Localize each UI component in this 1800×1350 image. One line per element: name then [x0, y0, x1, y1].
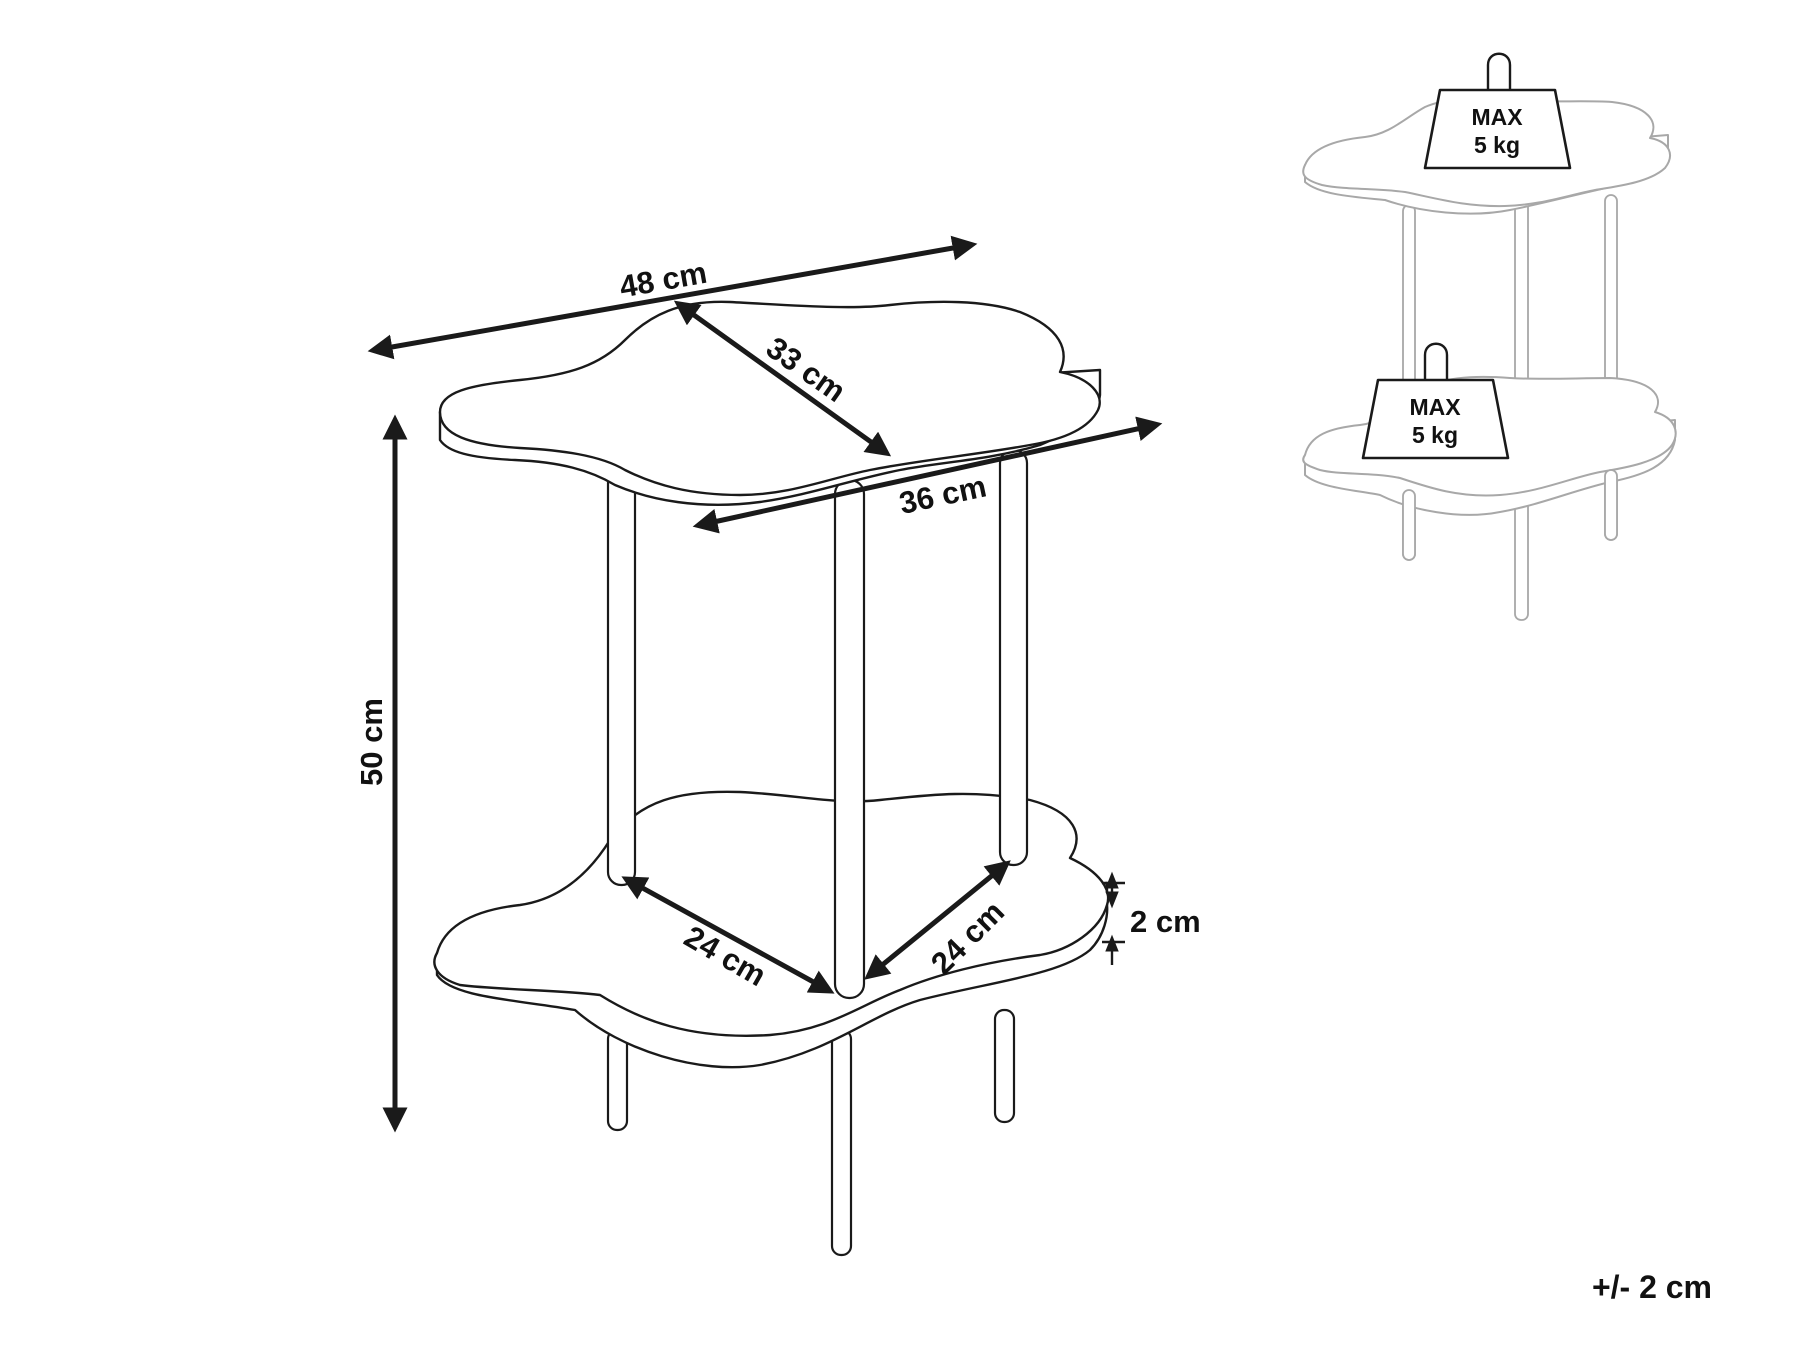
dimension-lines [367, 235, 1163, 1133]
label-height: 50 cm [354, 698, 389, 786]
arrow-width [367, 235, 978, 360]
kettlebell-weight-icon-bottom: MAX 5 kg [1361, 342, 1510, 460]
label-shelf-thickness: 2 cm [1130, 904, 1201, 939]
leg-lower-left [606, 1028, 629, 1132]
kettlebell-weight-icon-top: MAX 5 kg [1423, 52, 1572, 170]
leg-upper-left [606, 468, 637, 887]
arrow-depth [692, 416, 1163, 534]
weight-body-bottom [1361, 378, 1510, 460]
arrow-shelf-right [864, 860, 1011, 980]
leg-lower-right [993, 1008, 1016, 1124]
weight-handle-bottom [1423, 342, 1449, 380]
faint-lower-leg-left [1402, 489, 1416, 561]
thickness-indicator [1102, 871, 1125, 965]
leg-lower-front [830, 1028, 853, 1257]
faint-lower-leg-right [1604, 469, 1618, 541]
leg-upper-right [998, 448, 1029, 867]
weight-top-max: MAX [1471, 104, 1523, 130]
leg-upper-front [833, 478, 866, 1000]
weight-bottom-max: MAX [1409, 394, 1461, 420]
upper-legs [606, 448, 1029, 1000]
label-width: 48 cm [617, 255, 710, 305]
arrow-shelf-left [621, 876, 835, 994]
weight-bottom-kg: 5 kg [1412, 422, 1458, 448]
load-capacity-illustration: MAX 5 kg MAX 5 kg [1302, 52, 1677, 621]
weight-handle-top [1486, 52, 1512, 90]
weight-body-top [1423, 88, 1572, 170]
tolerance-note: +/- 2 cm [1592, 1269, 1712, 1305]
weight-top-kg: 5 kg [1474, 132, 1520, 158]
main-table-drawing [433, 300, 1110, 1257]
